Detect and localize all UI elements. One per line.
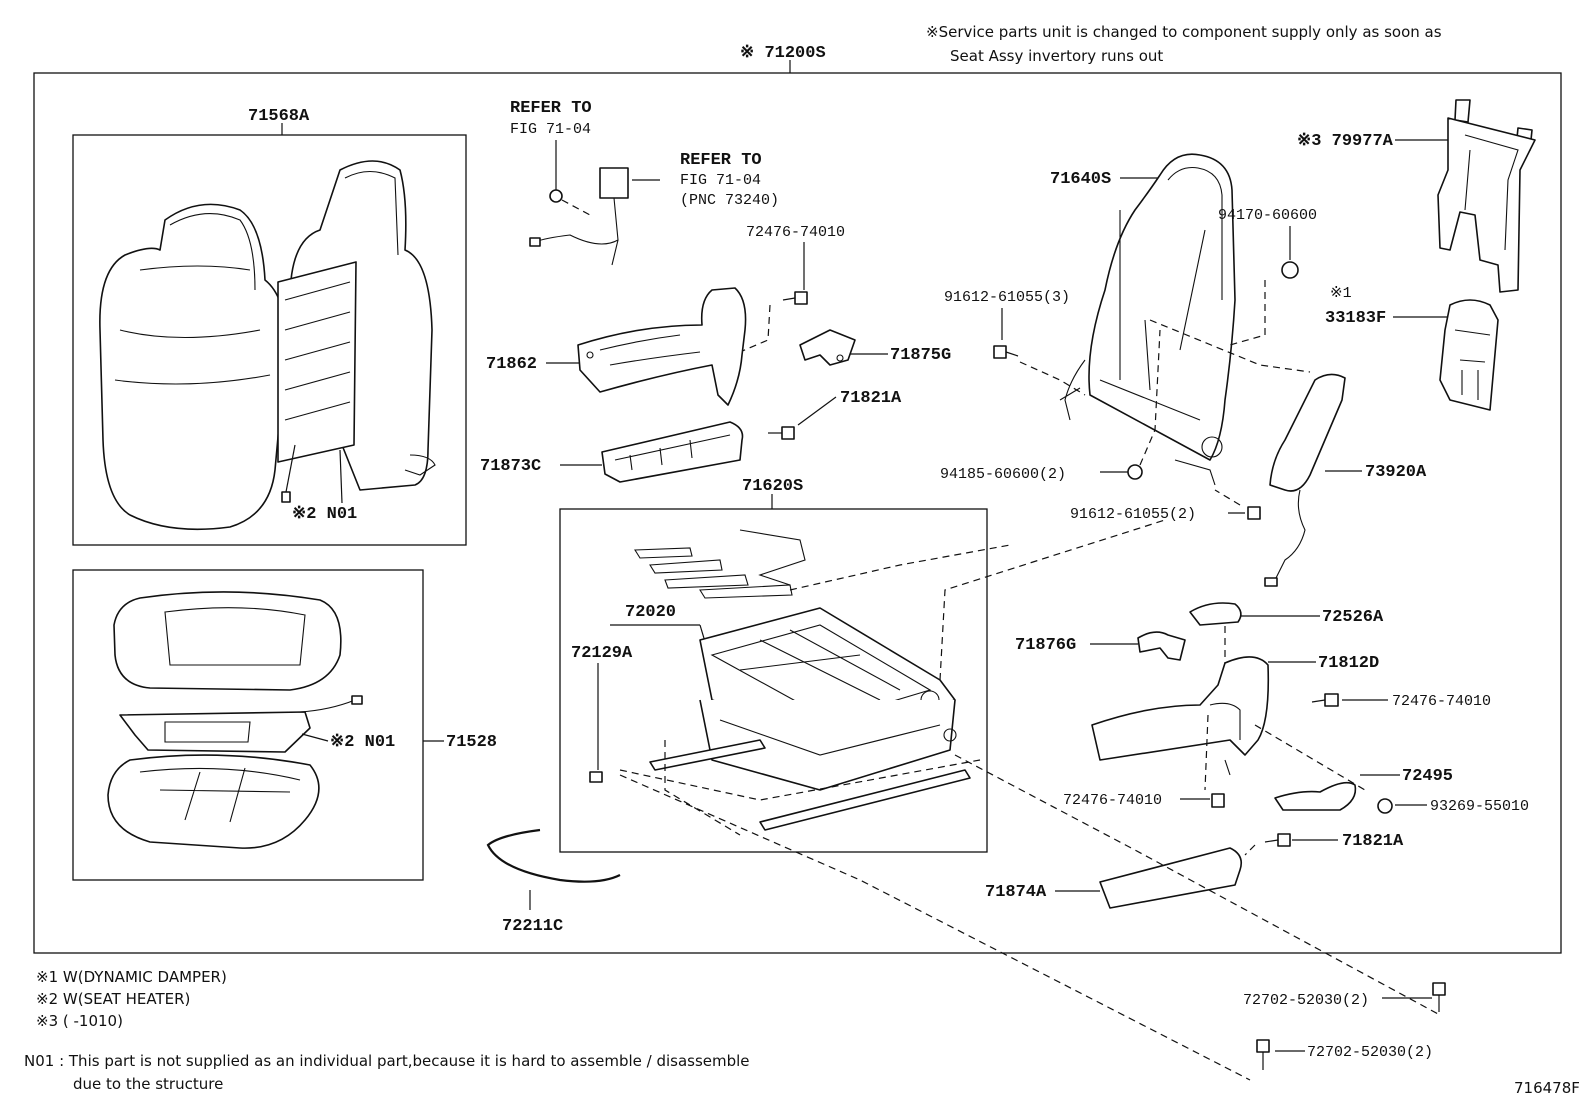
knob-72495-drawing xyxy=(1274,781,1357,811)
bolt-91612-a xyxy=(993,345,1019,359)
bracket-71875G-drawing xyxy=(799,329,856,366)
label-73920A[interactable]: 73920A xyxy=(1365,463,1427,482)
screw-93269 xyxy=(1377,798,1393,814)
seat-frame-drawing xyxy=(619,607,981,836)
label-72476-74010-c[interactable]: 72476-74010 xyxy=(1063,792,1162,809)
footnote-n01-line2: due to the structure xyxy=(73,1075,223,1093)
label-33183F[interactable]: 33183F xyxy=(1325,309,1386,328)
label-72129A[interactable]: 72129A xyxy=(571,644,633,663)
label-94170-60600[interactable]: 94170-60600 xyxy=(1218,207,1317,224)
label-n01-mid[interactable]: ※2 N01 xyxy=(330,733,395,752)
label-71876G[interactable]: 71876G xyxy=(1015,636,1076,655)
label-71874A[interactable]: 71874A xyxy=(985,883,1047,902)
label-71873C[interactable]: 71873C xyxy=(480,457,541,476)
footnote-1: ※1 W(DYNAMIC DAMPER) xyxy=(36,968,227,986)
label-refer2-c[interactable]: (PNC 73240) xyxy=(680,192,779,209)
bracket-71876G-drawing xyxy=(1137,631,1186,661)
label-93269-55010[interactable]: 93269-55010 xyxy=(1430,798,1529,815)
cover-71812D-drawing xyxy=(1091,656,1270,776)
bolt-72702-b xyxy=(1256,1039,1270,1070)
damper-33183F-drawing xyxy=(1439,299,1499,411)
label-91612-61055-3[interactable]: 91612-61055(3) xyxy=(944,289,1070,306)
wire-72211C-drawing xyxy=(486,828,621,883)
footnote-n01-line1: N01 : This part is not supplied as an in… xyxy=(24,1052,750,1070)
pad-79977A-drawing xyxy=(1437,99,1536,293)
label-72020[interactable]: 72020 xyxy=(625,603,676,622)
cover-71874A-drawing xyxy=(1099,847,1243,909)
bolt-72702-a xyxy=(1432,982,1446,1012)
label-91612-61055-2[interactable]: 91612-61055(2) xyxy=(1070,506,1196,523)
label-79977A[interactable]: ※3 79977A xyxy=(1297,132,1394,151)
label-71875G[interactable]: 71875G xyxy=(890,346,951,365)
nut-94185 xyxy=(1127,464,1143,480)
label-72211C[interactable]: 72211C xyxy=(502,917,563,936)
label-refer1-a[interactable]: REFER TO xyxy=(510,99,592,118)
label-72702-52030-a[interactable]: 72702-52030(2) xyxy=(1243,992,1369,1009)
label-71821A-a[interactable]: 71821A xyxy=(840,389,902,408)
footnote-2: ※2 W(SEAT HEATER) xyxy=(36,990,190,1008)
bolt-72476-c xyxy=(1211,793,1225,808)
label-72526A[interactable]: 72526A xyxy=(1322,608,1384,627)
label-94185-60600-2[interactable]: 94185-60600(2) xyxy=(940,466,1066,483)
screw-71821A-a xyxy=(768,426,795,440)
seat-cushion-drawing xyxy=(107,591,363,849)
bolt-72476-b xyxy=(1311,693,1339,707)
service-note-line1: ※Service parts unit is changed to compon… xyxy=(926,23,1442,41)
buckle-harness-drawing xyxy=(529,167,629,266)
label-33183F-mark[interactable]: ※1 xyxy=(1330,285,1352,302)
figure-id: 716478F xyxy=(1514,1079,1580,1097)
cover-71873C-drawing xyxy=(601,421,744,483)
seat-spring-drawing xyxy=(634,529,1011,599)
bolt-91612-b xyxy=(1247,506,1261,520)
assembly-frame xyxy=(33,72,1562,954)
airbag-73920A-drawing xyxy=(1264,373,1346,587)
label-71568A[interactable]: 71568A xyxy=(248,107,310,126)
label-refer2-a[interactable]: REFER TO xyxy=(680,151,762,170)
label-71528[interactable]: 71528 xyxy=(446,733,497,752)
screw-71821A-b xyxy=(1264,833,1291,847)
clip-72129A xyxy=(589,771,603,783)
seat-cushion-box xyxy=(72,569,424,881)
label-refer2-b[interactable]: FIG 71-04 xyxy=(680,172,761,189)
label-71812D[interactable]: 71812D xyxy=(1318,654,1379,673)
label-71862[interactable]: 71862 xyxy=(486,355,537,374)
footnote-3: ※3 ( -1010) xyxy=(36,1012,123,1030)
seatback-frame-drawing xyxy=(1059,153,1236,486)
label-n01-top[interactable]: ※2 N01 xyxy=(292,505,357,524)
label-71620S[interactable]: 71620S xyxy=(742,477,803,496)
label-71821A-b[interactable]: 71821A xyxy=(1342,832,1404,851)
label-71640S[interactable]: 71640S xyxy=(1050,170,1111,189)
label-72702-52030-b[interactable]: 72702-52030(2) xyxy=(1307,1044,1433,1061)
label-72476-74010-b[interactable]: 72476-74010 xyxy=(1392,693,1491,710)
service-note-line2: Seat Assy invertory runs out xyxy=(950,47,1163,65)
seatback-cover-drawing xyxy=(99,160,436,531)
cover-71862-drawing xyxy=(577,287,747,406)
seat-frame-box xyxy=(559,508,988,853)
label-refer1-b[interactable]: FIG 71-04 xyxy=(510,121,591,138)
label-72495[interactable]: 72495 xyxy=(1402,767,1453,786)
cover-72526A-drawing xyxy=(1189,602,1242,626)
assembly-label[interactable]: ※ 71200S xyxy=(740,44,826,63)
bolt-72476-a xyxy=(782,291,808,305)
nut-94170 xyxy=(1281,261,1299,279)
label-72476-74010-a[interactable]: 72476-74010 xyxy=(746,224,845,241)
seatback-cover-box xyxy=(72,134,467,546)
